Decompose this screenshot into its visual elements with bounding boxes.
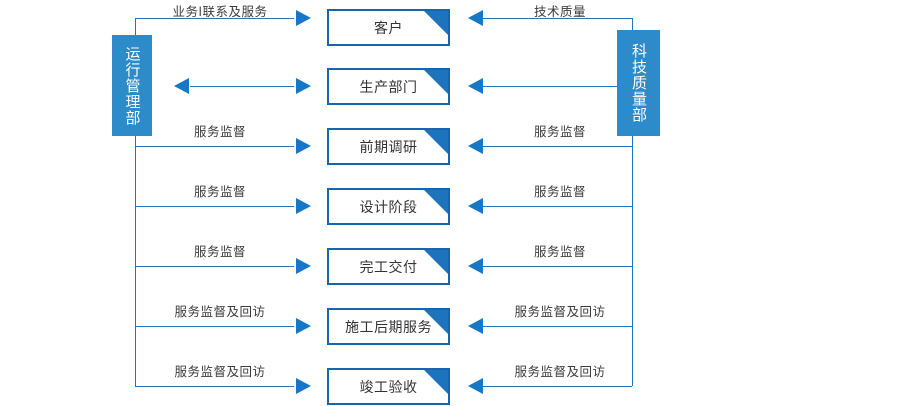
stage-label: 施工后期服务 [345,319,432,336]
left-line-row-7 [135,386,294,387]
arrow-left-row-2 [468,78,483,94]
edge-label-right-row-4: 服务监督 [533,184,586,199]
folded-corner-icon [424,11,448,35]
arrow-right-row-5 [296,258,311,274]
left-line-row-2 [190,86,294,87]
arrow-right-row-1 [296,10,311,26]
arrow-right-row-2 [296,78,311,94]
department-left-label: 运行管理部 [123,45,142,126]
stage-box-completion-delivery[interactable]: 完工交付 [327,248,450,285]
stage-box-preliminary-research[interactable]: 前期调研 [327,128,450,165]
right-line-row-5 [483,266,632,267]
folded-corner-icon [424,190,448,214]
arrow-left-row-6 [468,318,483,334]
right-line-row-7 [483,386,632,387]
stage-box-post-construction-service[interactable]: 施工后期服务 [327,308,450,345]
edge-label-left-row-3: 服务监督 [193,124,246,139]
stage-label: 设计阶段 [359,199,418,216]
arrow-left-row-4 [468,198,483,214]
stage-label: 生产部门 [359,79,418,96]
edge-label-left-row-6: 服务监督及回访 [174,304,266,319]
right-line-row-1 [483,18,632,19]
edge-label-left-row-4: 服务监督 [193,184,246,199]
stage-label: 客户 [374,20,403,37]
folded-corner-icon [424,70,448,94]
arrow-left-to-dept-row-2 [174,78,189,94]
edge-label-left-row-5: 服务监督 [193,244,246,259]
left-line-row-6 [135,326,294,327]
department-box-left[interactable]: 运行管理部 [112,35,152,136]
edge-label-right-row-6: 服务监督及回访 [514,304,606,319]
stage-label: 前期调研 [359,139,418,156]
left-line-row-3 [135,146,294,147]
folded-corner-icon [424,130,448,154]
stage-box-customer[interactable]: 客户 [327,9,450,46]
folded-corner-icon [424,310,448,334]
right-line-row-6 [483,326,632,327]
left-spine-line [135,18,136,386]
arrow-left-row-1 [468,10,483,26]
stage-box-production[interactable]: 生产部门 [327,68,450,105]
arrow-right-row-3 [296,138,311,154]
edge-label-right-row-7: 服务监督及回访 [514,364,606,379]
right-line-row-4 [483,206,632,207]
right-line-row-3 [483,146,632,147]
left-line-row-5 [135,266,294,267]
department-box-right[interactable]: 科技质量部 [617,30,660,136]
arrow-right-row-4 [296,198,311,214]
stage-label: 竣工验收 [359,379,418,396]
department-right-label: 科技质量部 [630,43,648,123]
edge-label-right-row-5: 服务监督 [533,244,586,259]
right-line-row-2 [483,86,632,87]
folded-corner-icon [424,370,448,394]
edge-label-left-row-1: 业务l联系及服务 [172,4,268,19]
left-line-row-4 [135,206,294,207]
edge-label-left-row-7: 服务监督及回访 [174,364,266,379]
arrow-right-row-7 [296,378,311,394]
folded-corner-icon [424,250,448,274]
arrow-left-row-5 [468,258,483,274]
arrow-left-row-7 [468,378,483,394]
left-line-row-1 [135,18,294,19]
stage-box-design-phase[interactable]: 设计阶段 [327,188,450,225]
arrow-right-row-6 [296,318,311,334]
edge-label-right-row-3: 服务监督 [533,124,586,139]
arrow-left-row-3 [468,138,483,154]
stage-box-final-acceptance[interactable]: 竣工验收 [327,368,450,405]
edge-label-right-row-1: 技术质量 [533,4,586,19]
right-spine-line [632,18,633,386]
stage-label: 完工交付 [359,259,418,276]
